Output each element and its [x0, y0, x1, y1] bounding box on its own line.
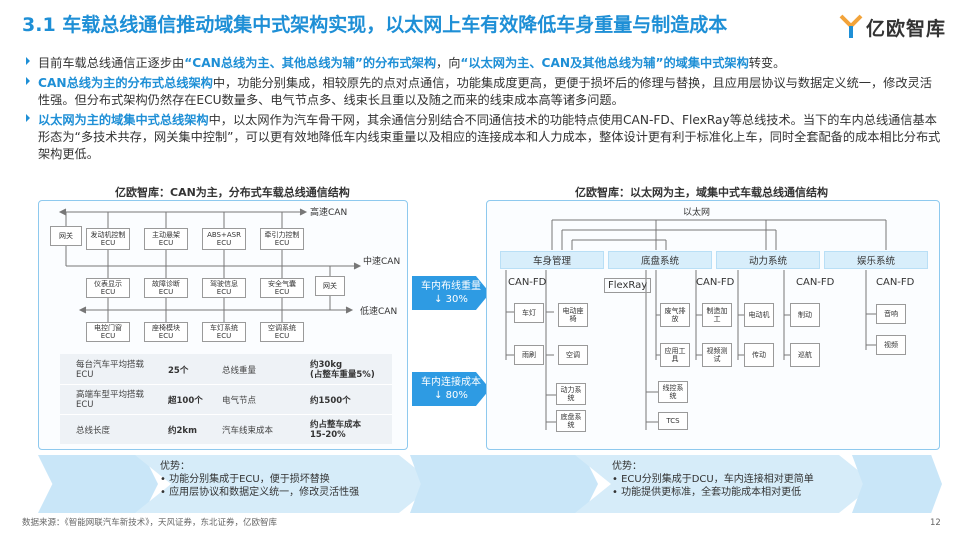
bus-label: FlexRay [604, 278, 652, 293]
logo-text: 亿欧智库 [866, 18, 947, 40]
ecu-box: 废气排放 [660, 303, 690, 327]
advantage-label: 优势： [160, 461, 190, 472]
bullet-item: 目前车载总线通信正逐步由“CAN总线为主、其他总线为辅”的分布式架构，向“以太网… [22, 55, 942, 72]
reduction-arrow-weight: 车内布线重量↓ 30% [412, 276, 490, 310]
ethernet-label: 以太网 [683, 208, 711, 218]
chevron-decoration [135, 455, 435, 513]
ecu-box: 电动机 [744, 303, 774, 327]
domain-system-box: 动力系统 [716, 251, 820, 269]
advantage-block-left: 优势： • 功能分别集成于ECU，便于损坏替换 • 应用层协议和数据定义统一，修… [160, 460, 359, 499]
advantage-item: • ECU分别集成于DCU，车内连接相对更简单 [612, 474, 814, 485]
stat-label: 总线重量 [222, 366, 257, 376]
bus-label-high: 高速CAN [310, 208, 348, 218]
ecu-box: 主动悬架ECU [144, 228, 188, 250]
stat-value: 超100个 [168, 396, 203, 406]
ecu-box: 电动座椅 [558, 303, 588, 327]
ecu-box: 应用工具 [660, 343, 690, 367]
bus-label: CAN-FD [696, 277, 735, 288]
ecu-box: 巡航 [790, 343, 820, 367]
page-title: 3.1 车载总线通信推动域集中式架构实现，以太网上车有效降低车身重量与制造成本 [22, 14, 728, 36]
ecu-box: 故障诊断ECU [144, 278, 188, 298]
ecu-box: 驾驶信息ECU [202, 278, 246, 298]
domain-system-box: 底盘系统 [608, 251, 712, 269]
stat-value: 约2km [168, 426, 197, 436]
ecu-box: TCS [658, 412, 688, 430]
bus-label: CAN-FD [508, 277, 547, 288]
stat-label: 每台汽车平均搭载ECU [76, 360, 145, 380]
ecu-box: 视频测试 [702, 343, 732, 367]
bus-label: CAN-FD [796, 277, 835, 288]
ecu-box: 安全气囊ECU [260, 278, 304, 298]
stat-value: 25个 [168, 366, 189, 376]
stat-value: 约1500个 [310, 396, 351, 406]
left-bus-lines [58, 208, 362, 322]
ecu-box: 雨刷 [514, 345, 544, 365]
ecu-box: 牵引力控制ECU [260, 228, 304, 250]
bullet-item: CAN总线为主的分布式总线架构中，功能分别集成，相较原先的点对点通信，功能集成度… [22, 75, 942, 109]
stat-label: 总线长度 [76, 426, 111, 436]
chevron-decoration [852, 455, 942, 513]
chevron-decoration [478, 455, 598, 513]
ecu-box: 动力系统 [556, 383, 586, 405]
triangle-bullet-icon [26, 77, 30, 85]
stats-table [60, 354, 392, 444]
ecu-box: 座椅模块ECU [144, 322, 188, 342]
ecu-box: 电控门窗ECU [86, 322, 130, 342]
gateway-box: 网关 [315, 276, 345, 296]
ecu-box: 车灯 [514, 303, 544, 323]
ecu-box: 仪表显示ECU [86, 278, 130, 298]
stat-value: 约占整车成本 15-20% [310, 420, 362, 440]
stat-label: 电气节点 [222, 396, 257, 406]
domain-system-box: 娱乐系统 [824, 251, 928, 269]
bus-label-low: 低速CAN [360, 307, 398, 317]
ecu-box: 空调系统ECU [260, 322, 304, 342]
bus-label: CAN-FD [876, 277, 915, 288]
ecu-box: 车灯系统ECU [202, 322, 246, 342]
bullet-list: 目前车载总线通信正逐步由“CAN总线为主、其他总线为辅”的分布式架构，向“以太网… [22, 55, 942, 166]
triangle-bullet-icon [26, 114, 30, 122]
ecu-box: ABS+ASR ECU [202, 228, 246, 250]
chevron-decoration [575, 455, 875, 513]
domain-system-box: 车身管理 [500, 251, 604, 269]
advantage-label: 优势： [612, 461, 642, 472]
ecu-box: 空调 [558, 345, 588, 365]
gateway-box: 网关 [50, 226, 82, 246]
bullet-item: 以太网为主的域集中式总线架构中，以太网作为汽车骨干网，其余通信分别结合不同通信技… [22, 112, 942, 163]
left-diagram-title: 亿欧智库：CAN为主，分布式车载总线通信结构 [115, 186, 350, 199]
advantage-item: • 应用层协议和数据定义统一，修改灵活性强 [160, 487, 360, 498]
advantage-item: • 功能提供更标准，全套功能成本相对更低 [612, 487, 802, 498]
triangle-bullet-icon [26, 57, 30, 65]
bus-label-mid: 中速CAN [363, 257, 401, 267]
stat-label: 汽车线束成本 [222, 426, 274, 436]
right-bus-lines [505, 219, 887, 430]
ecu-box: 线控系统 [658, 381, 688, 403]
ecu-box: 传动 [744, 343, 774, 367]
ecu-box: 底盘系统 [556, 410, 586, 432]
stat-value: 约30kg (占整车重量5%) [310, 360, 375, 380]
ecu-box: 音响 [876, 304, 906, 324]
ecu-box: 视频 [876, 335, 906, 355]
chevron-decoration [38, 455, 158, 513]
ecu-box: 制动 [790, 303, 820, 327]
stat-label: 高端车型平均搭载ECU [76, 390, 145, 410]
advantage-item: • 功能分别集成于ECU，便于损坏替换 [160, 474, 330, 485]
right-diagram-title: 亿欧智库：以太网为主，域集中式车载总线通信结构 [575, 186, 828, 199]
ecu-box: 制造加工 [702, 303, 732, 327]
page-number: 12 [930, 518, 941, 528]
ecu-box: 发动机控制ECU [86, 228, 130, 250]
yiou-logo-icon [839, 14, 863, 38]
source-footnote: 数据来源：《智能网联汽车新技术》，天风证券，东北证券，亿欧智库 [22, 518, 278, 528]
reduction-arrow-cost: 车内连接成本↓ 80% [412, 372, 490, 406]
advantage-block-right: 优势： • ECU分别集成于DCU，车内连接相对更简单 • 功能提供更标准，全套… [612, 460, 814, 499]
